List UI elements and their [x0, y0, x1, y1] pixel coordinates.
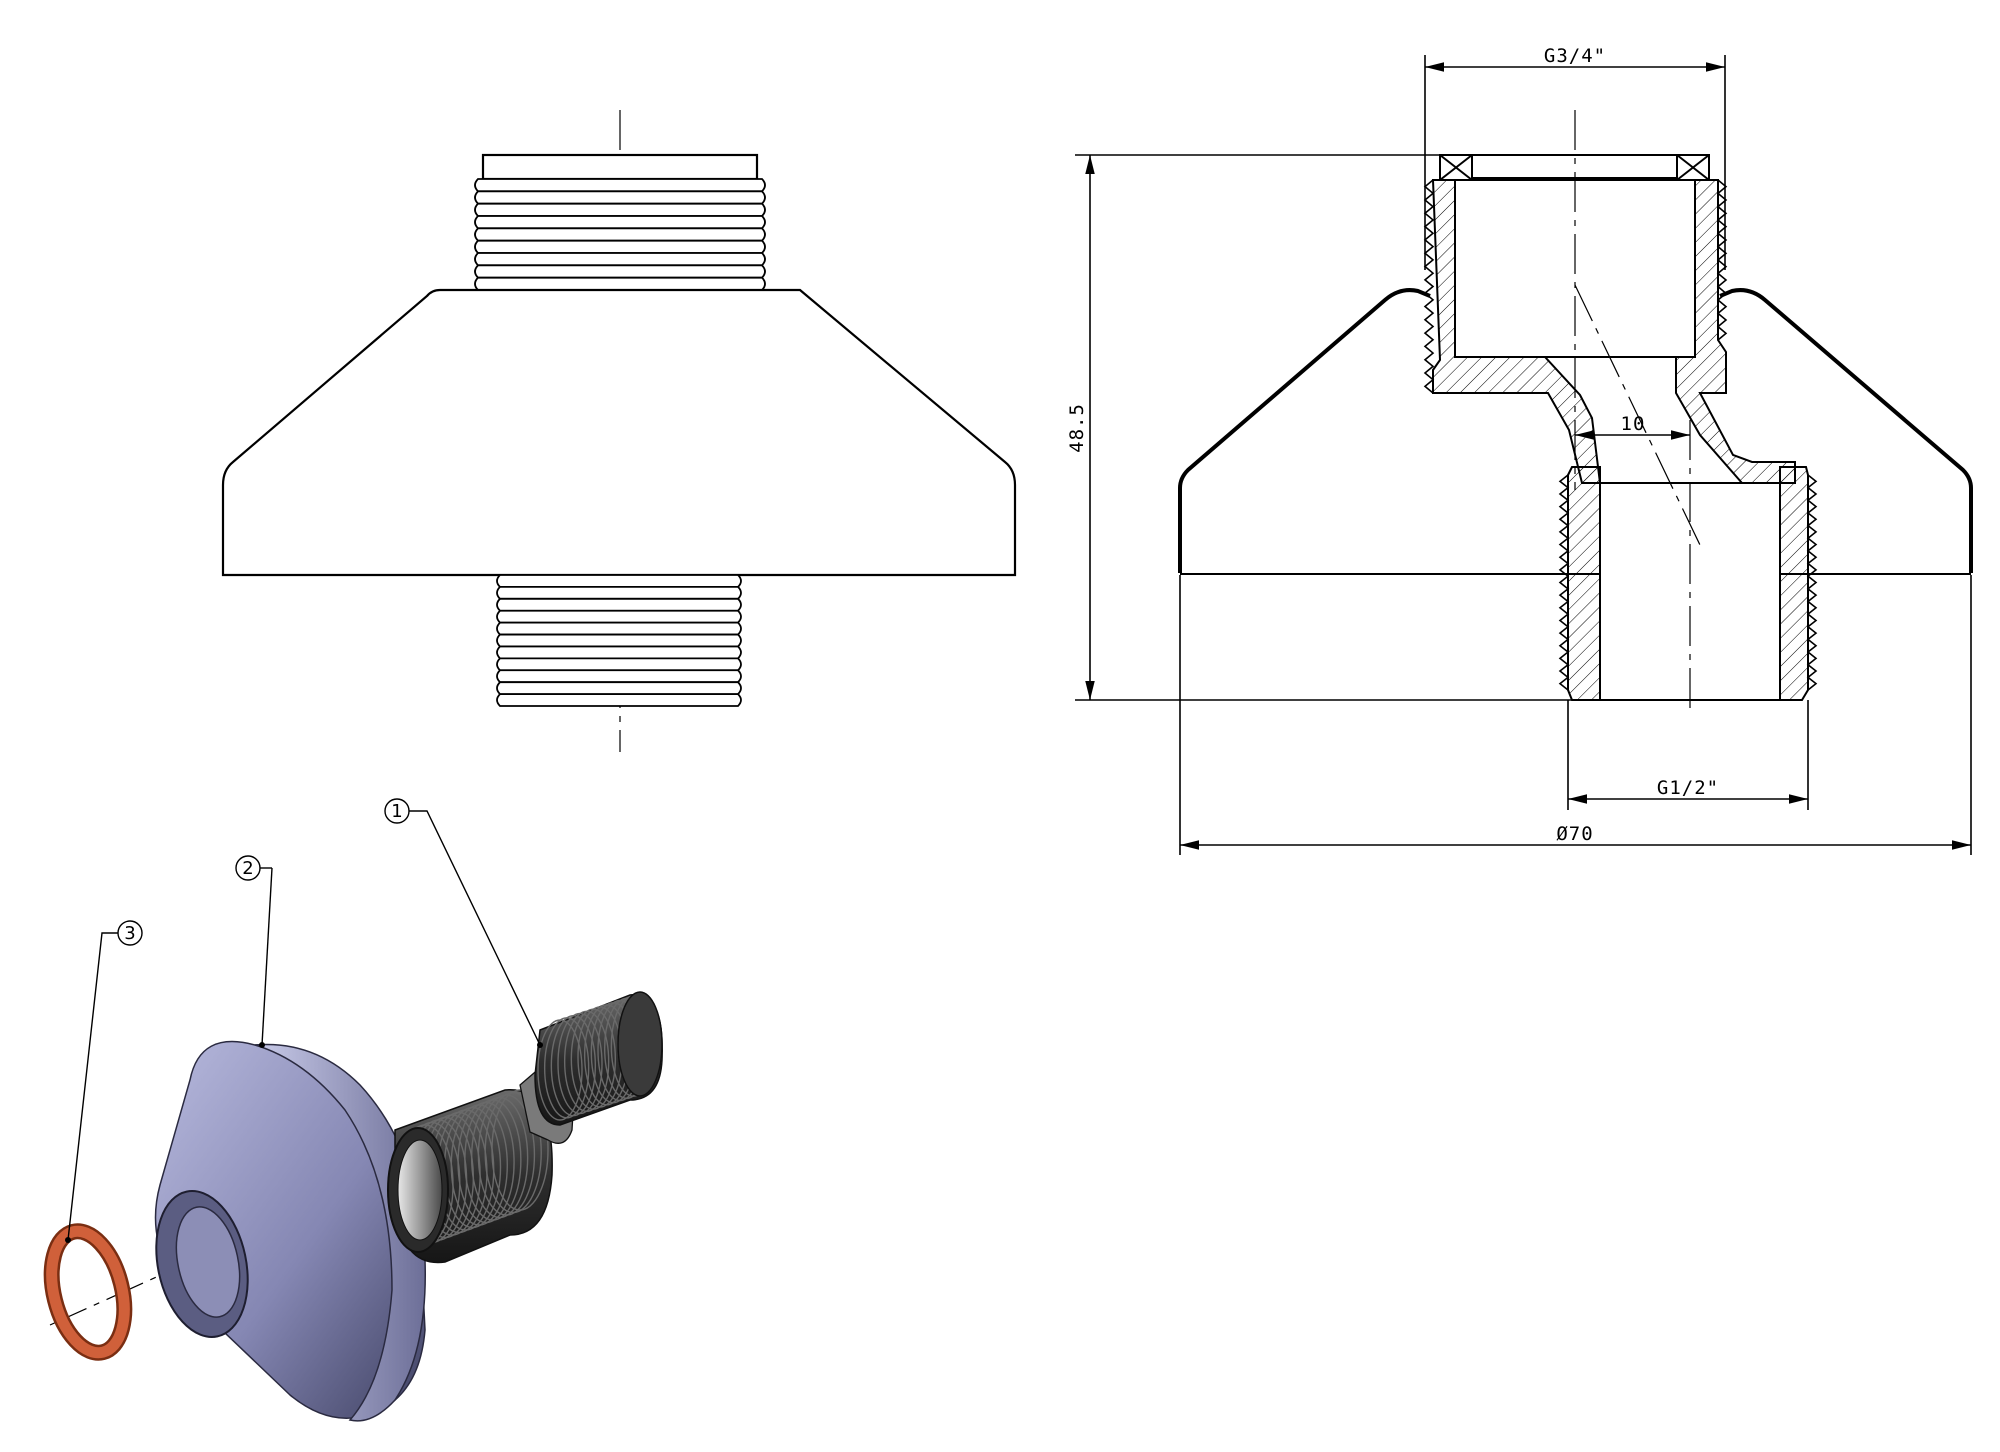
leader-2 — [261, 867, 273, 1046]
section-seal — [1439, 154, 1710, 181]
dim-bottom-thread-label: G1/2" — [1657, 777, 1719, 799]
section-thread-teeth — [1558, 474, 1570, 691]
thread-crest — [496, 574, 742, 588]
thread-crest — [474, 178, 766, 193]
thread-crest — [474, 264, 766, 279]
part-rosette — [154, 1040, 426, 1422]
dim-diameter-label: Ø70 — [1556, 823, 1593, 845]
fitting-wall-lower-left — [1567, 466, 1601, 701]
thread-crest — [496, 621, 742, 636]
section-threads — [1423, 179, 1818, 691]
section-centerline-diagonal — [1574, 284, 1701, 546]
dim-offset-label: 10 — [1621, 413, 1646, 435]
thread-crest — [474, 276, 766, 291]
thread-crest — [496, 681, 742, 695]
leaders — [67, 810, 541, 1241]
leader-1 — [409, 810, 541, 1046]
thread-crest — [496, 597, 742, 612]
dimensions — [1075, 55, 1972, 855]
thread-crest — [474, 227, 766, 242]
iso-thread-ring — [457, 1101, 515, 1224]
iso-thread-ring — [491, 1089, 549, 1211]
front-view — [221, 110, 1017, 752]
section-thread-teeth — [1423, 179, 1435, 394]
iso-thread-ring — [477, 1094, 536, 1216]
fitting-wall-upper-right — [1675, 179, 1796, 484]
thread-crest — [474, 239, 766, 254]
thread-crest — [496, 669, 742, 684]
thread-crest — [474, 190, 766, 205]
exploded-view: 1 2 3 — [43, 798, 663, 1422]
iso-thread-ring — [484, 1091, 542, 1214]
section-rosette-profile-right — [1719, 288, 1973, 573]
bottom-thread — [496, 574, 742, 707]
iso-thread-ring — [464, 1099, 522, 1221]
balloon-1: 1 — [384, 798, 410, 824]
section-thread-teeth — [1806, 474, 1818, 691]
leader-3 — [67, 932, 118, 1241]
balloon-2-label: 2 — [242, 858, 253, 879]
thread-crest — [496, 586, 742, 600]
thread-crest — [496, 657, 742, 672]
section-view — [1178, 110, 1973, 710]
balloon-3-label: 3 — [124, 923, 135, 944]
part-seal — [43, 1223, 133, 1361]
section-thread-teeth — [1716, 179, 1728, 341]
thread-crest — [496, 645, 742, 660]
top-thread — [474, 178, 766, 291]
rosette-cone — [221, 288, 1017, 577]
part-fitting — [387, 991, 663, 1264]
dim-top-thread-label: G3/4" — [1544, 45, 1606, 67]
section-rosette-profile — [1178, 288, 1431, 573]
thread-crest — [496, 633, 742, 648]
dim-height-label: 48.5 — [1066, 403, 1088, 453]
thread-crest — [474, 252, 766, 267]
top-lip — [481, 153, 759, 181]
thread-crest — [496, 609, 742, 624]
thread-crest — [474, 202, 766, 217]
iso-thread-ring — [470, 1096, 529, 1219]
thread-crest — [496, 693, 742, 707]
balloon-1-label: 1 — [391, 801, 402, 822]
balloon-3: 3 — [117, 920, 143, 946]
fitting-wall-lower-right — [1779, 466, 1809, 701]
thread-crest — [474, 215, 766, 230]
iso-thread-ring — [450, 1104, 508, 1226]
dimension-labels: G3/4" 48.5 10 G1/2" Ø70 — [1066, 45, 1719, 845]
balloon-2: 2 — [235, 855, 272, 881]
